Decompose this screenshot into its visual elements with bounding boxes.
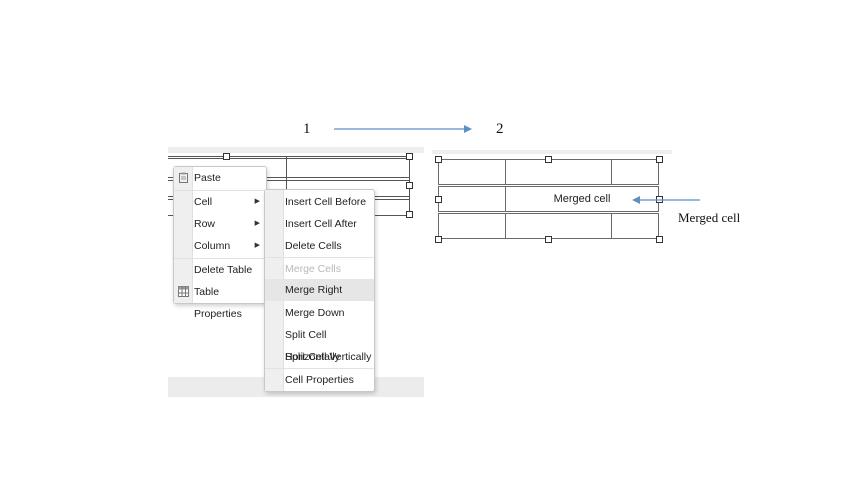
resize-handle[interactable] <box>406 182 413 189</box>
menu-item-label: Merge Cells <box>285 263 342 275</box>
menu-item-row[interactable]: Row ▶ <box>174 213 266 235</box>
editor-toolbar-strip <box>168 147 424 153</box>
submenu-arrow-icon: ▶ <box>254 242 260 249</box>
editor-toolbar-strip <box>432 150 672 154</box>
menu-item-label: Paste <box>194 172 221 184</box>
menu-item-insert-cell-after[interactable]: Insert Cell After <box>265 213 374 235</box>
merged-cell-text: Merged cell <box>553 193 611 205</box>
menu-item-label: Column <box>194 240 231 252</box>
menu-item-split-cell-vertically[interactable]: Split Cell Vertically <box>265 346 374 368</box>
table-row-line <box>168 180 410 181</box>
menu-item-delete-cells[interactable]: Delete Cells <box>265 235 374 257</box>
menu-item-merge-cells[interactable]: Merge Cells <box>265 257 374 279</box>
menu-item-label: Insert Cell After <box>285 218 357 230</box>
context-menu: Paste Cell ▶ Row ▶ Column ▶ Delete Table… <box>173 166 267 320</box>
table-border-top <box>168 156 410 157</box>
resize-handle[interactable] <box>435 156 442 163</box>
resize-handle[interactable] <box>545 236 552 243</box>
menu-icon-gutter <box>174 167 193 303</box>
menu-item-cell-properties[interactable]: Cell Properties <box>265 368 374 390</box>
table-cell[interactable] <box>611 159 659 185</box>
step-number-2: 2 <box>496 121 504 137</box>
annotation-arrow <box>632 196 700 204</box>
resize-handle[interactable] <box>435 196 442 203</box>
menu-item-label: Cell <box>194 196 213 208</box>
menu-item-insert-cell-before[interactable]: Insert Cell Before <box>265 191 374 213</box>
menu-item-label: Delete Cells <box>285 240 342 252</box>
table-cell[interactable] <box>611 213 659 239</box>
table-col-line <box>286 156 287 216</box>
paste-icon <box>179 172 188 183</box>
menu-item-label: Split Cell Horizontally <box>285 329 340 363</box>
menu-item-merge-right[interactable]: Merge Right <box>265 279 374 301</box>
menu-item-column[interactable]: Column ▶ <box>174 235 266 257</box>
cell-submenu: Insert Cell Before Insert Cell After Del… <box>264 189 375 392</box>
menu-item-label: Insert Cell Before <box>285 196 367 208</box>
editor-after: Merged cell <box>432 150 672 245</box>
editor-before: Paste Cell ▶ Row ▶ Column ▶ Delete Table… <box>168 147 424 397</box>
resize-handle[interactable] <box>545 156 552 163</box>
menu-item-table-properties[interactable]: Table Properties <box>174 281 266 320</box>
menu-item-label: Delete Table <box>194 264 253 276</box>
table-cell[interactable] <box>438 213 506 239</box>
menu-item-split-cell-horizontally[interactable]: Split Cell Horizontally <box>265 324 374 363</box>
resize-handle[interactable] <box>406 153 413 160</box>
resize-handle[interactable] <box>656 156 663 163</box>
menu-item-label: Split Cell Vertically <box>285 351 372 363</box>
menu-item-label: Row <box>194 218 216 230</box>
menu-item-paste[interactable]: Paste <box>174 167 266 189</box>
table-cell[interactable] <box>505 159 612 185</box>
submenu-arrow-icon: ▶ <box>254 198 260 205</box>
menu-item-label: Merge Right <box>285 284 343 296</box>
menu-item-label: Cell Properties <box>285 374 354 386</box>
merged-cell[interactable]: Merged cell <box>505 186 659 212</box>
menu-item-delete-table[interactable]: Delete Table <box>174 258 266 280</box>
submenu-arrow-icon: ▶ <box>254 220 260 227</box>
table-row-line <box>168 158 410 159</box>
table-cell[interactable] <box>438 159 506 185</box>
step-number-1: 1 <box>303 121 311 137</box>
menu-item-label: Table Properties <box>194 286 242 320</box>
step-arrow <box>334 125 472 133</box>
resize-handle[interactable] <box>406 211 413 218</box>
annotation-label: Merged cell <box>678 210 741 225</box>
table-cell[interactable] <box>438 186 506 212</box>
menu-item-cell[interactable]: Cell ▶ <box>174 190 266 212</box>
table-icon <box>178 286 189 297</box>
resize-handle[interactable] <box>656 236 663 243</box>
resize-handle[interactable] <box>223 153 230 160</box>
table-cell[interactable] <box>505 213 612 239</box>
menu-item-label: Merge Down <box>285 307 345 319</box>
resize-handle[interactable] <box>435 236 442 243</box>
table-row-line <box>168 177 410 178</box>
menu-item-merge-down[interactable]: Merge Down <box>265 302 374 324</box>
